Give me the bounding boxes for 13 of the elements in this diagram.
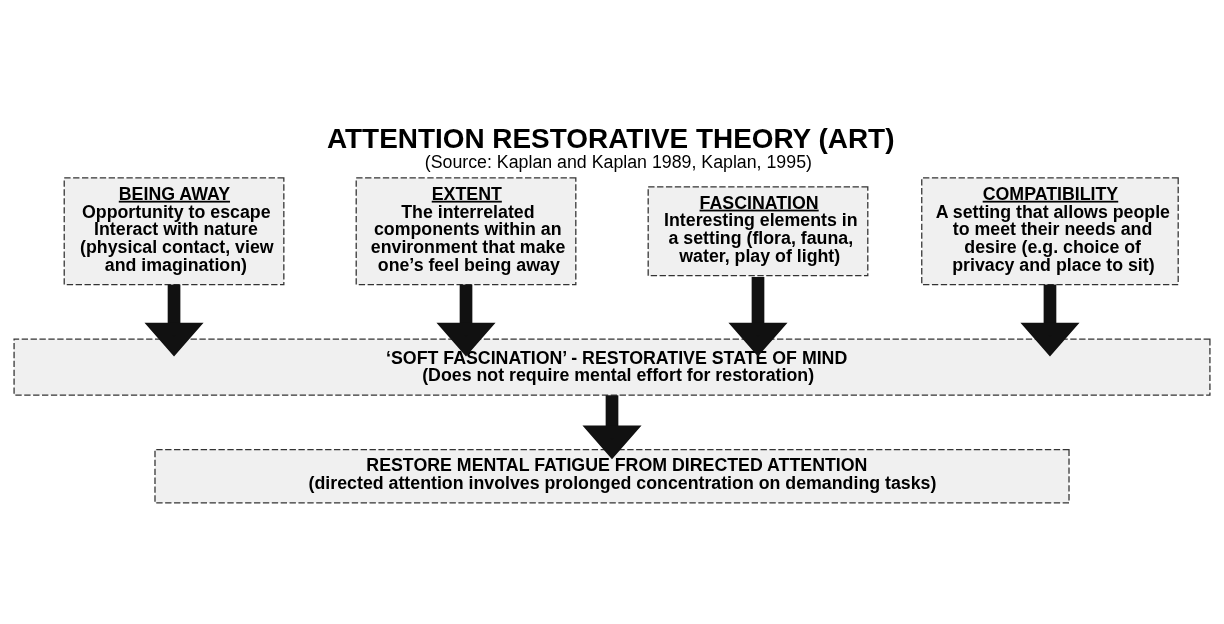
node-box: COMPATIBILITY A setting that allows people to meet their needs and desire (e.g. choice of privacy and place to sit) [921,176,1179,285]
arrow [436,284,496,356]
arrow [1020,284,1080,356]
arrow [582,394,642,459]
arrow [728,276,788,356]
caption: (Source: Kaplan and Kaplan 1989, Kaplan, 1995) [424,151,812,172]
arrow [144,284,204,356]
node-box: FASCINATION Interesting elements in a setting (flora, fauna, water, play of light) [647,185,869,276]
diagram-title: ATTENTION RESTORATIVE THEORY (ART) [327,122,895,154]
node-box: RESTORE MENTAL FATIGUE FROM DIRECTED ATTENTION (directed attention involves prolonged concentration on demanding tasks) [154,448,1070,504]
node-box: EXTENT The interrelated components within an environment that make one’s feel being away [355,176,577,285]
node-box: ‘SOFT FASCINATION’ - RESTORATIVE STATE OF MIND (Does not require mental effort for restoration) [13,338,1211,396]
node-box: BEING AWAY Opportunity to escape Interact with nature (physical contact, view and imagination) [63,176,285,285]
